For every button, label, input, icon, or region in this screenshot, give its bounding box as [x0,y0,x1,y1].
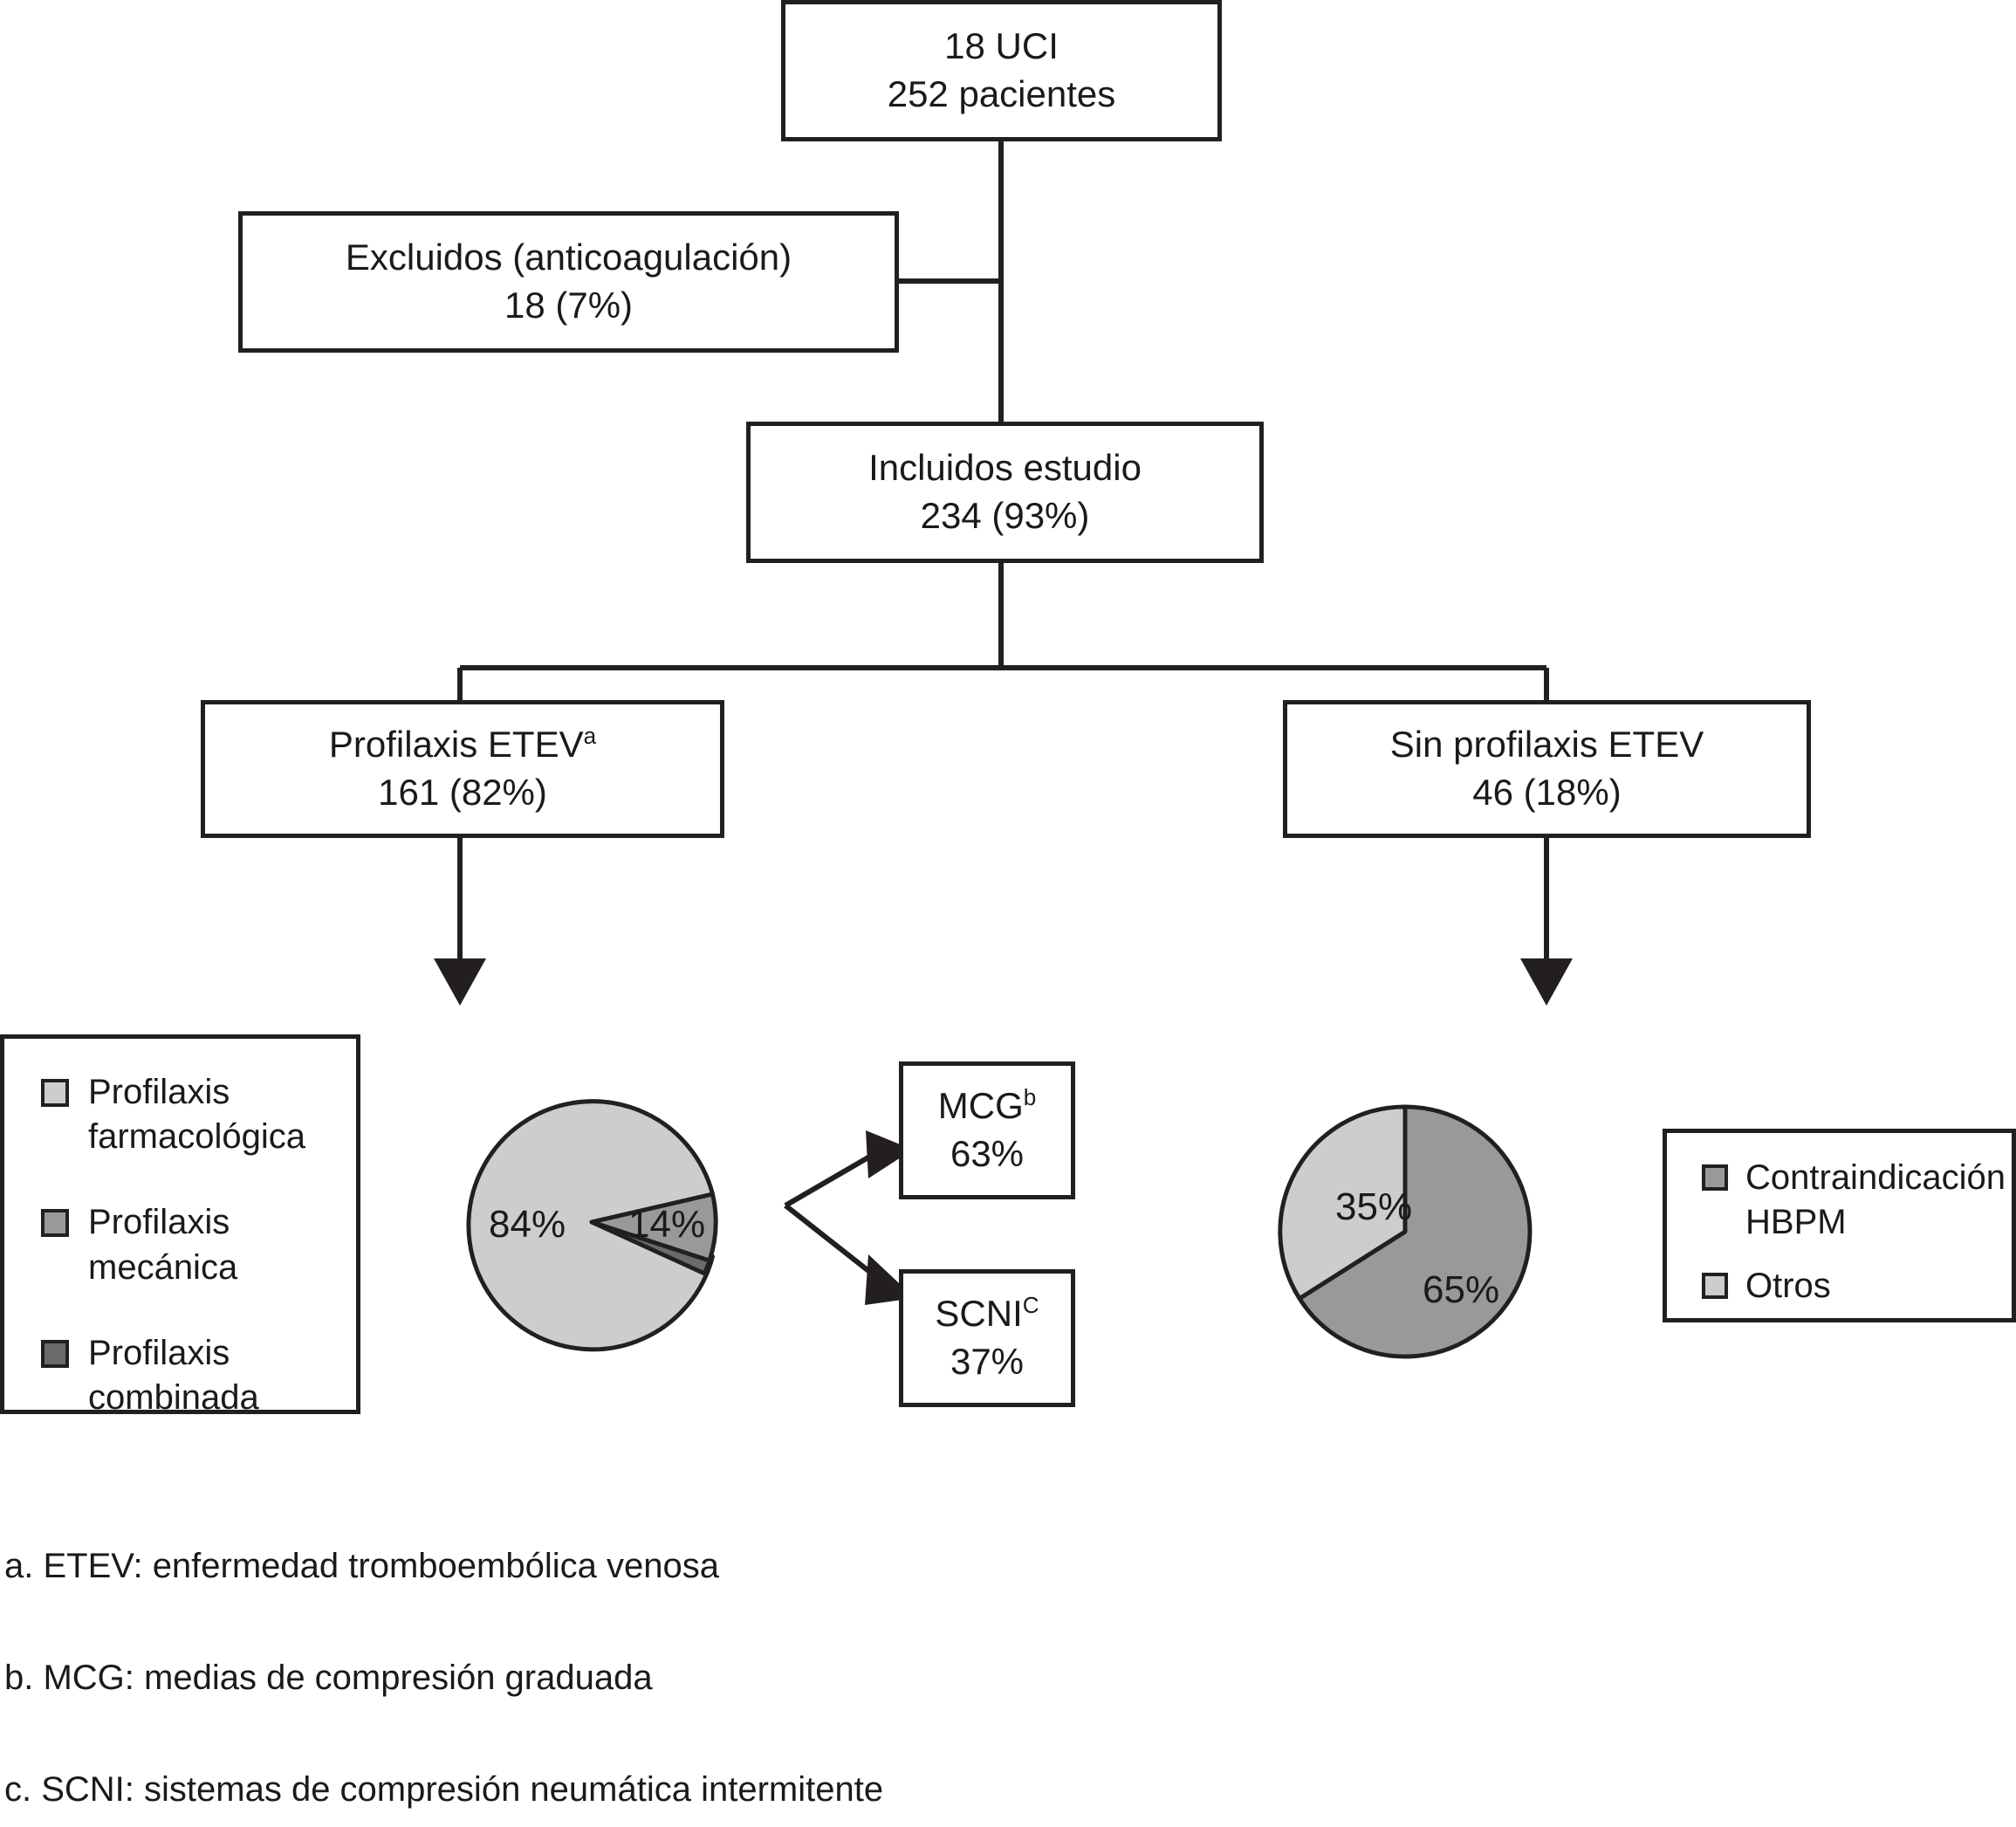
footnote-marker-c: C [1022,1292,1039,1319]
box-prophylaxis-line2: 161 (82%) [378,772,547,813]
box-prophylaxis: Profilaxis ETEVa 161 (82%) [201,700,724,838]
pie-chart-prophylaxis: 84% 14% [463,1093,724,1355]
legend-swatch-otros [1702,1273,1728,1300]
legend-label-contraindicacion: Contraindicación HBPM [1745,1156,2006,1245]
box-mcg-line1-text: MCG [937,1085,1024,1127]
box-mcg: MCGb 63% [899,1061,1075,1199]
box-excluded-line2: 18 (7%) [504,285,634,326]
box-prophylaxis-line1: Profilaxis ETEVa [329,721,596,769]
legend-label-farmacologica-line2: farmacológica [88,1117,306,1157]
footnote-c: c. SCNI: sistemas de compresión neumátic… [4,1770,884,1809]
legend-no-prophylaxis-reasons: Contraindicación HBPM Otros [1663,1129,2016,1322]
arrowhead-right [1520,958,1573,1006]
pie-no-prophylaxis-svg [1278,1104,1533,1359]
pie-chart-no-prophylaxis: 35% 65% [1276,1102,1538,1364]
box-top-cohort: 18 UCI 252 pacientes [781,0,1222,141]
legend-label-contraindicacion-line1: Contraindicación [1745,1158,2006,1197]
box-included-line1: Incluidos estudio [868,447,1142,489]
pie-label-35: 35% [1335,1185,1413,1228]
footnote-b: b. MCG: medias de compresión graduada [4,1659,653,1697]
pie-slice-combinada [589,1219,712,1276]
legend-swatch-mecanica [41,1209,69,1238]
box-top-cohort-line1: 18 UCI [944,25,1059,67]
legend-label-combinada: Profilaxis combinada [88,1331,259,1420]
footnote-a: a. ETEV: enfermedad tromboembólica venos… [4,1547,719,1585]
legend-item-mecanica: Profilaxis mecánica [41,1200,356,1289]
box-mcg-line1: MCGb [938,1082,1036,1130]
pie-label-84: 84% [489,1203,566,1246]
box-included: Incluidos estudio 234 (93%) [746,422,1264,563]
box-scni-line1-text: SCNI [935,1293,1023,1335]
legend-item-contraindicacion: Contraindicación HBPM [1702,1156,2012,1245]
legend-label-mecanica-line1: Profilaxis [88,1203,230,1242]
arrow-shaft-scni [784,1203,881,1282]
box-mcg-line2: 63% [950,1133,1025,1174]
box-excluded-line1: Excluidos (anticoagulación) [345,237,792,278]
pie-label-65: 65% [1423,1268,1500,1311]
box-top-cohort-line2: 252 pacientes [887,73,1116,114]
legend-label-mecanica-line2: mecánica [88,1247,238,1287]
pie-slice-contraindicacion [1297,1104,1533,1359]
legend-item-combinada: Profilaxis combinada [41,1331,356,1420]
pie-prophylaxis-svg [466,1099,718,1352]
legend-prophylaxis-types: Profilaxis farmacológica Profilaxis mecá… [0,1034,360,1417]
box-scni: SCNIC 37% [899,1269,1075,1407]
box-scni-line1: SCNIC [935,1290,1039,1338]
footnote-marker-b: b [1023,1084,1037,1111]
box-no-prophylaxis-line1: Sin profilaxis ETEV [1389,724,1704,766]
legend-item-farmacologica: Profilaxis farmacológica [41,1070,356,1159]
pie-slice-otros [1278,1104,1408,1302]
arrow-shaft-mcg [784,1152,874,1208]
box-excluded: Excluidos (anticoagulación) 18 (7%) [238,211,899,353]
legend-swatch-contraindicacion [1702,1164,1728,1191]
legend-swatch-farmacologica [41,1079,69,1107]
box-prophylaxis-line1-text: Profilaxis ETEV [328,724,584,766]
box-no-prophylaxis: Sin profilaxis ETEV 46 (18%) [1283,700,1811,838]
legend-label-otros: Otros [1745,1267,1831,1306]
legend-item-otros: Otros [1702,1264,2012,1308]
legend-label-farmacologica: Profilaxis farmacológica [88,1070,305,1159]
legend-label-combinada-line1: Profilaxis [88,1333,230,1372]
box-included-line2: 234 (93%) [920,495,1090,536]
legend-label-combinada-line2: combinada [88,1377,259,1417]
arrowhead-left [434,958,486,1006]
pie-label-14: 14% [628,1203,706,1246]
box-scni-line2: 37% [950,1341,1025,1382]
footnote-marker-a: a [583,723,597,750]
legend-label-contraindicacion-line2: HBPM [1745,1203,1847,1242]
legend-label-farmacologica-line1: Profilaxis [88,1073,230,1111]
legend-swatch-combinada [41,1339,69,1368]
legend-label-mecanica: Profilaxis mecánica [88,1200,237,1289]
box-no-prophylaxis-line2: 46 (18%) [1472,772,1622,813]
pie-slice-farmacologica [466,1099,715,1352]
